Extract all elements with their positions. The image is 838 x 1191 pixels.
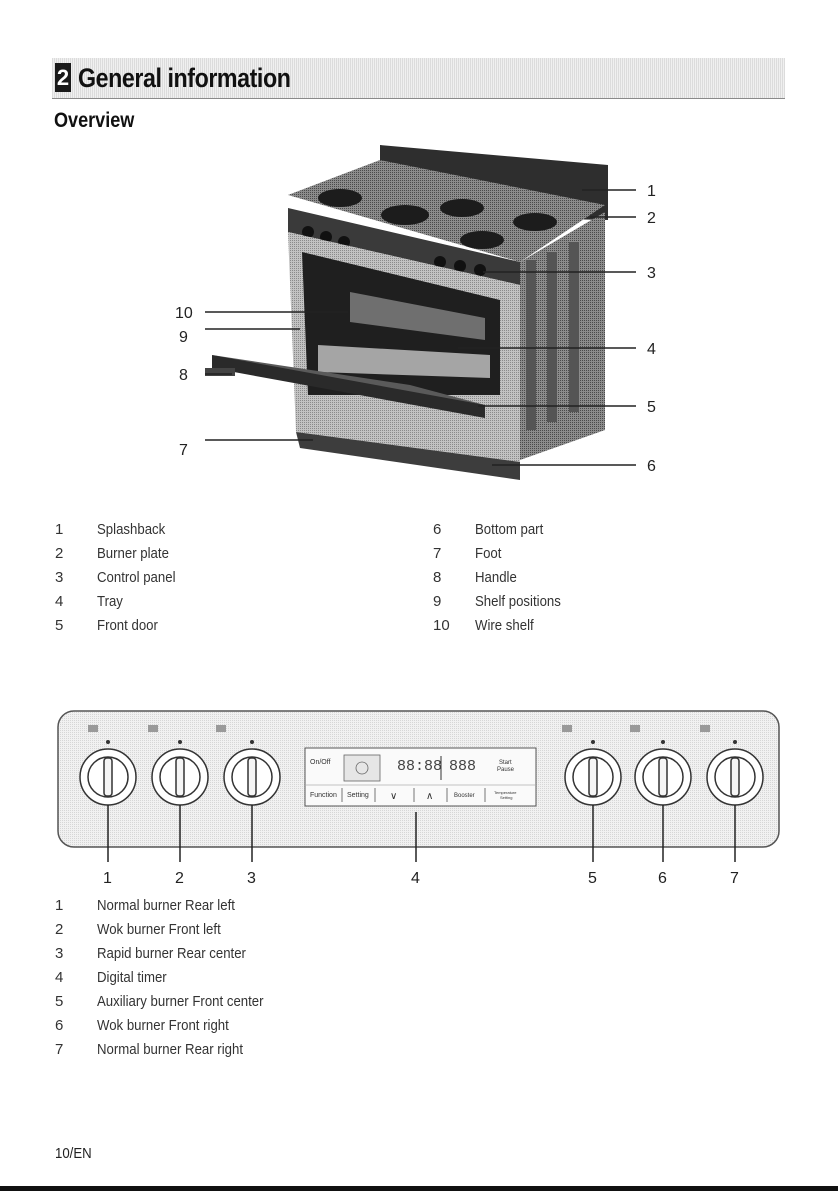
up-arrow-icon: ∧ bbox=[426, 791, 433, 802]
subsection-title: Overview bbox=[54, 109, 135, 132]
oven-callout-numbers: 1 2 3 4 5 6 7 8 9 10 bbox=[175, 183, 656, 475]
knob-5 bbox=[564, 740, 622, 806]
temperature-display-digits: 888 bbox=[449, 758, 476, 775]
oven-callout-2: 2 bbox=[647, 210, 656, 227]
oven-callout-10: 10 bbox=[175, 305, 193, 322]
temperature-setting-label: Setting bbox=[500, 795, 512, 800]
oven-callout-7: 7 bbox=[179, 442, 188, 459]
panel-callout-1: 1 bbox=[103, 870, 112, 887]
panel-callout-6: 6 bbox=[658, 870, 667, 887]
down-arrow-icon: ∨ bbox=[390, 791, 397, 802]
cooker-body bbox=[205, 145, 608, 480]
knob-2 bbox=[151, 740, 209, 806]
panel-callout-5: 5 bbox=[588, 870, 597, 887]
knob-7 bbox=[706, 740, 764, 806]
oven-callout-5: 5 bbox=[647, 399, 656, 416]
oven-callout-3: 3 bbox=[647, 265, 656, 282]
onoff-label: On/Off bbox=[310, 759, 331, 766]
oven-illustration: 1 2 3 4 5 6 7 8 9 10 bbox=[175, 145, 656, 480]
section-header: 2 General information bbox=[52, 58, 785, 99]
function-label: Function bbox=[310, 792, 337, 799]
panel-callout-7: 7 bbox=[730, 870, 739, 887]
pause-label: Pause bbox=[497, 767, 515, 773]
oven-callouts bbox=[205, 189, 636, 466]
oven-callout-8: 8 bbox=[179, 367, 188, 384]
control-panel-illustration: On/Off 88:88 888 Start Pause Function Se… bbox=[57, 710, 780, 887]
section-number-badge: 2 bbox=[55, 63, 71, 92]
setting-label: Setting bbox=[347, 792, 369, 799]
knob-3 bbox=[223, 740, 281, 806]
oven-callout-6: 6 bbox=[647, 458, 656, 475]
knob-6 bbox=[634, 740, 692, 806]
panel-callout-numbers: 1 2 3 4 5 6 7 bbox=[103, 870, 739, 887]
temperature-label: Temperature bbox=[494, 790, 517, 795]
start-label: Start bbox=[499, 760, 512, 766]
panel-callout-3: 3 bbox=[247, 870, 256, 887]
burner-symbol-icons bbox=[88, 725, 710, 732]
page-bottom-rule bbox=[0, 1186, 838, 1191]
section-title: General information bbox=[78, 63, 291, 93]
booster-label: Booster bbox=[454, 793, 475, 799]
panel-callout-lines bbox=[107, 805, 736, 862]
time-display-digits: 88:88 bbox=[397, 758, 442, 775]
function-display bbox=[343, 754, 381, 782]
fan-icon bbox=[355, 761, 369, 775]
panel-callout-2: 2 bbox=[175, 870, 184, 887]
digital-timer: On/Off 88:88 888 Start Pause Function Se… bbox=[304, 747, 537, 807]
knob-1 bbox=[79, 740, 137, 806]
panel-callout-4: 4 bbox=[411, 870, 420, 887]
oven-callout-4: 4 bbox=[647, 341, 656, 358]
oven-callout-1: 1 bbox=[647, 183, 656, 200]
page-number: 10/EN bbox=[55, 1145, 92, 1162]
oven-callout-9: 9 bbox=[179, 329, 188, 346]
knobs bbox=[79, 740, 764, 806]
